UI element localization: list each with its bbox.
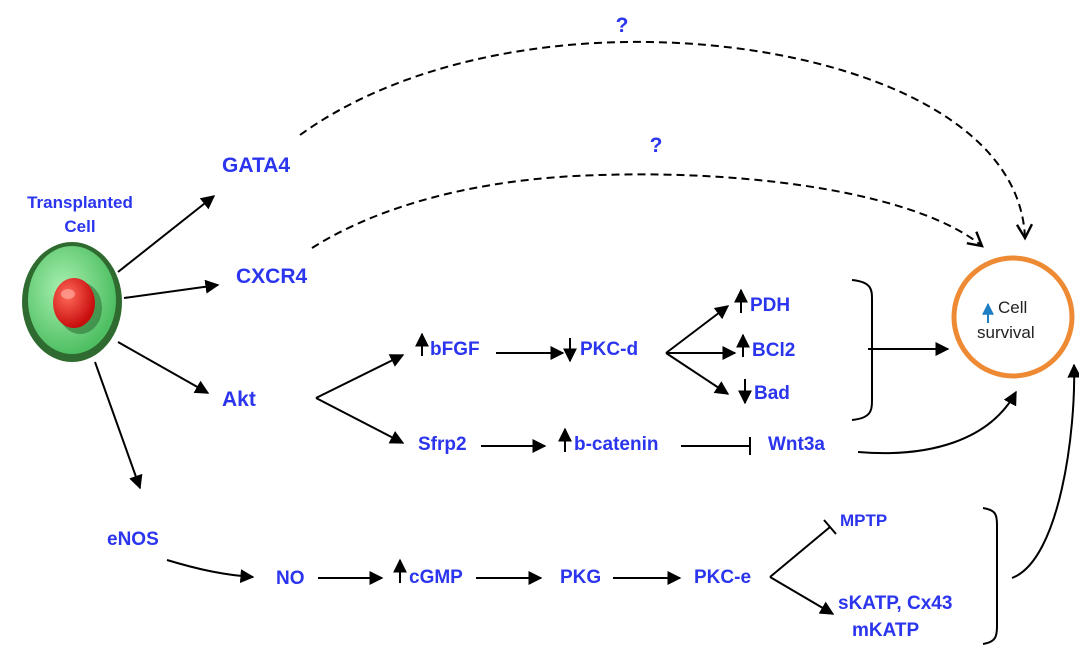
node-no: NO bbox=[276, 568, 305, 589]
node-gata4: GATA4 bbox=[222, 154, 290, 177]
node-akt: Akt bbox=[222, 388, 256, 411]
arrow-bracket-lower-to-survival bbox=[1011, 363, 1079, 579]
arrow-akt-to-bfgf bbox=[315, 354, 405, 399]
arrow-cell-to-akt bbox=[117, 341, 210, 394]
inhibit-bar-mptp bbox=[823, 519, 837, 535]
question-mark-middle: ? bbox=[650, 134, 663, 157]
dashed-path-cxcr4-to-survival bbox=[311, 173, 984, 249]
dashed-path-gata4-to-survival bbox=[299, 40, 1034, 241]
node-enos: eNOS bbox=[107, 529, 159, 550]
node-bfgf: bFGF bbox=[430, 339, 480, 360]
node-pkcd: PKC-d bbox=[580, 339, 638, 360]
cell-survival-circle bbox=[951, 255, 1075, 379]
bracket-lower-branch bbox=[982, 507, 998, 645]
node-pdh: PDH bbox=[750, 295, 790, 316]
node-cxcr4: CXCR4 bbox=[236, 265, 308, 288]
cell-label-line2: Cell bbox=[64, 217, 95, 236]
arrow-akt-to-sfrp2 bbox=[315, 397, 405, 444]
inhibit-pkce-to-mptp bbox=[769, 526, 831, 578]
arrow-wnt3a-to-survival bbox=[857, 390, 1017, 455]
arrow-pkcd-to-bad bbox=[665, 352, 730, 395]
arrow-pkce-to-skatp bbox=[769, 576, 835, 615]
node-mptp: MPTP bbox=[840, 511, 887, 530]
transplanted-cell-image bbox=[22, 242, 122, 362]
node-wnt3a: Wnt3a bbox=[768, 434, 825, 455]
node-bcatenin: b-catenin bbox=[574, 434, 658, 455]
arrow-cell-to-gata4 bbox=[117, 195, 216, 273]
node-sfrp2: Sfrp2 bbox=[418, 434, 467, 455]
arrow-pkcd-to-pdh bbox=[665, 305, 730, 354]
arrow-cell-to-cxcr4 bbox=[123, 279, 220, 299]
cell-label-line1: Transplanted bbox=[27, 193, 133, 212]
arrow-cell-to-enos bbox=[94, 361, 143, 490]
node-bad: Bad bbox=[754, 383, 790, 404]
survival-label-line2: survival bbox=[977, 323, 1035, 342]
node-bcl2: BCl2 bbox=[752, 340, 795, 361]
survival-label-line1: Cell bbox=[998, 298, 1027, 317]
node-mkatp: mKATP bbox=[852, 620, 920, 641]
node-pkce: PKC-e bbox=[694, 567, 751, 588]
arrow-enos-to-no bbox=[166, 559, 255, 584]
node-cgmp: cGMP bbox=[409, 567, 463, 588]
node-skatp: sKATP, Cx43 bbox=[838, 593, 952, 614]
question-mark-top: ? bbox=[616, 14, 629, 37]
node-pkg: PKG bbox=[560, 567, 601, 588]
